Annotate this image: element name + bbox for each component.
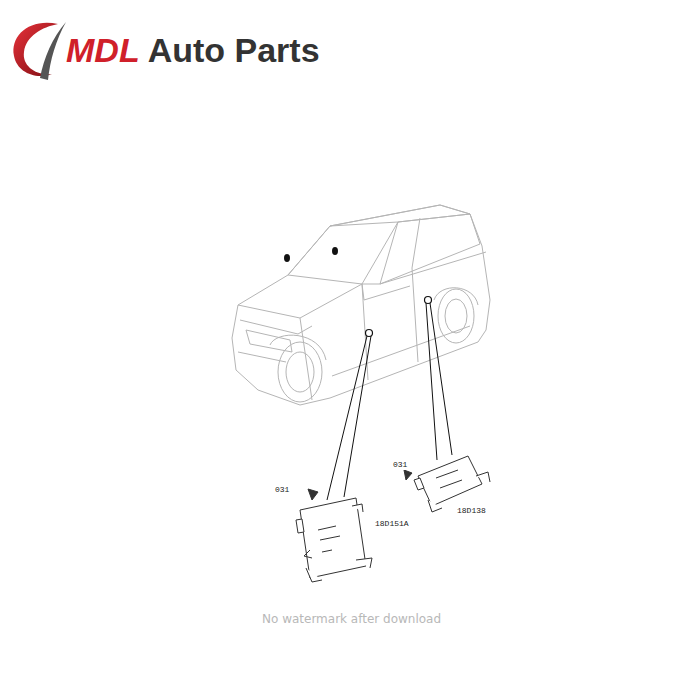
callout-number: 031 [274,486,290,495]
module-right [404,456,490,512]
module-left [296,489,372,582]
sensor-dots [284,247,432,337]
logo-text: Auto Parts [148,32,320,69]
part-number: 18D151A [374,520,410,529]
part-number: 18D138 [456,507,487,516]
callout-number: 031 [392,461,408,470]
car-outline [232,205,490,405]
logo-text: MDL [66,32,140,69]
logo-swoosh [13,22,66,80]
watermark: No watermark after download [262,613,441,626]
